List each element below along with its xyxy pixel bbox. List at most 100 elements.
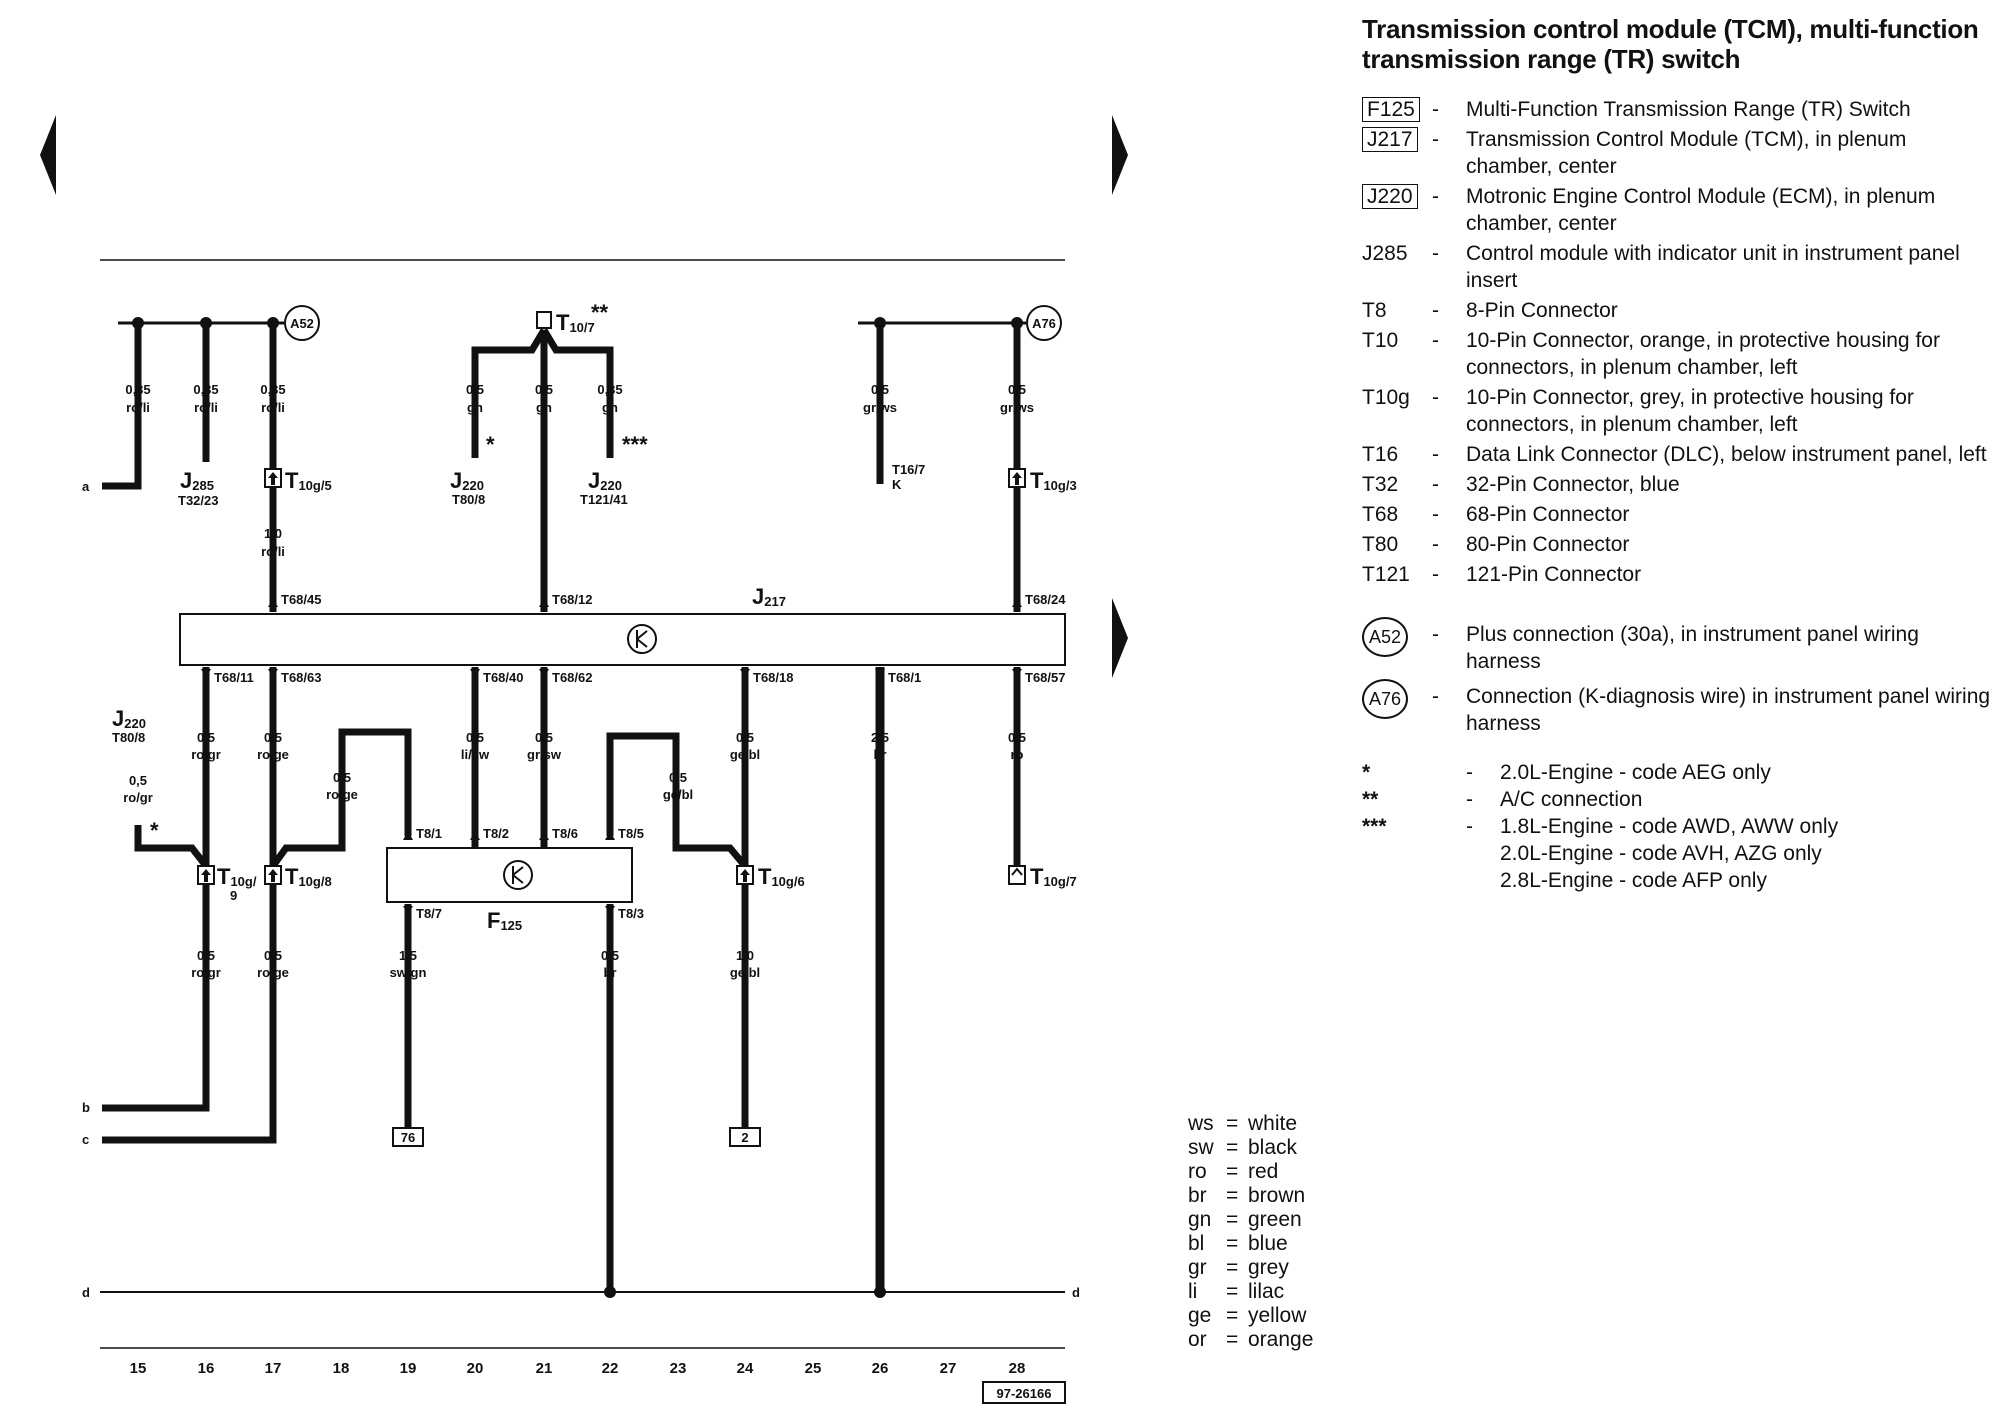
wire-22-star: *** <box>622 432 648 457</box>
color-code: or <box>1188 1328 1207 1351</box>
wire-20-star: * <box>486 432 495 457</box>
column-number: 18 <box>333 1360 350 1377</box>
t10g9-label: T10g/ <box>217 864 257 889</box>
column-number: 16 <box>198 1360 215 1377</box>
wire-28b-color: ro <box>1011 747 1024 762</box>
wire-16-size: 0,5 <box>197 730 215 745</box>
j217-pin-top-3: T68/24 <box>1025 592 1066 607</box>
f125-pin-top-1: T8/1 <box>416 826 442 841</box>
component-dash: - <box>1432 128 1439 151</box>
column-number: 28 <box>1009 1360 1026 1377</box>
f125-symbol-icon <box>503 860 533 890</box>
color-key-row: gr=grey <box>1188 1256 1313 1280</box>
t10g3-arrow <box>1012 472 1022 485</box>
wire-20b-color: li/sw <box>461 747 490 762</box>
t10g7-connector-icon <box>1008 865 1026 885</box>
wire-a52-size: 0,35 <box>260 382 285 397</box>
component-row: T121-121-Pin Connector <box>1362 561 1992 588</box>
wire-28-color: gr/ws <box>1000 400 1034 415</box>
color-key-row: gn=green <box>1188 1208 1313 1232</box>
color-code: br <box>1188 1184 1207 1207</box>
component-row: T80-80-Pin Connector <box>1362 531 1992 558</box>
note-dash <box>1464 867 1500 894</box>
wire-24-color: ge/bl <box>730 747 760 762</box>
note-desc: 2.0L-Engine - code AVH, AZG only <box>1500 842 1822 865</box>
color-eq: = <box>1226 1136 1239 1159</box>
wire-b <box>102 1104 210 1112</box>
component-code: T68 <box>1362 501 1430 528</box>
note-desc: 1.8L-Engine - code AWD, AWW only <box>1500 815 1839 838</box>
wire-26-size: 0,5 <box>871 382 889 397</box>
color-name: white <box>1248 1112 1298 1135</box>
color-key-row: ge=yellow <box>1188 1304 1313 1328</box>
t107-connector-icon <box>536 311 552 329</box>
j217-pin-bottom-1: T68/11 <box>214 670 254 685</box>
connection-code: A76 <box>1362 679 1408 719</box>
component-code-text: J217 <box>1362 127 1418 152</box>
j217-pin-bottom-6: T68/1 <box>888 670 921 685</box>
color-code: ge <box>1188 1304 1212 1327</box>
f125-pin-arrow-bottom-1 <box>403 906 413 915</box>
wire-15 <box>134 825 209 869</box>
t10g5-label: T10g/5 <box>285 468 332 493</box>
component-dash: - <box>1432 443 1439 466</box>
note-row: **-A/C connection <box>1362 786 1992 813</box>
column-number: 15 <box>130 1360 147 1377</box>
component-dash: - <box>1432 98 1439 121</box>
component-code-text: J220 <box>1362 184 1418 209</box>
component-code: F125 <box>1362 96 1430 123</box>
wire-j285-size: 0,35 <box>193 382 218 397</box>
wire-a <box>102 323 142 490</box>
wire-18-size: 0,5 <box>333 770 351 785</box>
component-dash: - <box>1432 386 1439 409</box>
edge-label-b: b <box>82 1100 90 1115</box>
color-eq: = <box>1226 1280 1239 1303</box>
wire-j285-color: ro/li <box>194 400 218 415</box>
ground-node-22 <box>604 1286 616 1298</box>
wire-19b-size: 1,5 <box>399 948 417 963</box>
component-code-text: F125 <box>1362 97 1420 122</box>
ground-2-box <box>729 1127 761 1147</box>
continue-right-arrow-icon[interactable] <box>1112 598 1128 678</box>
prev-page-arrow-icon[interactable] <box>40 115 56 195</box>
color-code: bl <box>1188 1232 1205 1255</box>
wire-26-color: gr/ws <box>863 400 897 415</box>
color-key-row: sw=black <box>1188 1136 1313 1160</box>
page-title-line-2: transmission range (TR) switch <box>1362 44 1741 74</box>
j220c-label: J220 <box>112 706 146 731</box>
f125-symbol-mark <box>512 866 524 884</box>
next-page-arrow-icon[interactable] <box>1112 115 1128 195</box>
wire-t107-right <box>540 328 614 458</box>
f125-pin-arrow-bottom-2 <box>605 906 615 915</box>
a52-label: A52 <box>290 316 314 331</box>
component-dash: - <box>1432 299 1439 322</box>
note-dash: - <box>1466 761 1473 784</box>
note-symbol: ** <box>1362 788 1379 811</box>
f125-module <box>386 847 633 903</box>
connection-dash: - <box>1432 685 1439 708</box>
color-code: ws <box>1188 1112 1214 1135</box>
component-row: F125-Multi-Function Transmission Range (… <box>1362 96 1992 123</box>
component-row: T8-8-Pin Connector <box>1362 297 1992 324</box>
component-desc: Transmission Control Module (TCM), in pl… <box>1466 128 1907 178</box>
f125-pin-arrow-top-1 <box>403 831 413 840</box>
color-code: ro <box>1188 1160 1207 1183</box>
j217-pin-arrow-bottom-6 <box>875 669 885 678</box>
component-row: T68-68-Pin Connector <box>1362 501 1992 528</box>
j217-pin-bottom-5: T68/18 <box>753 670 793 685</box>
color-key-row: br=brown <box>1188 1184 1313 1208</box>
f125-pin-top-2: T8/2 <box>483 826 509 841</box>
wire-18 <box>270 728 412 869</box>
component-desc: 80-Pin Connector <box>1466 533 1630 556</box>
component-row: T10g-10-Pin Connector, grey, in protecti… <box>1362 384 1992 438</box>
wire-a-color: ro/li <box>126 400 150 415</box>
note-symbol <box>1362 867 1464 894</box>
color-key-row: or=orange <box>1188 1328 1313 1352</box>
component-code: J220 <box>1362 183 1430 237</box>
wire-21b-size: 0,5 <box>535 730 553 745</box>
wire-24-size: 0,5 <box>736 730 754 745</box>
wire-18-color: ro/ge <box>326 787 358 802</box>
j285-pin: T32/23 <box>178 493 218 508</box>
color-name: black <box>1248 1136 1298 1159</box>
j217-pin-arrow-bottom-1 <box>201 669 211 678</box>
